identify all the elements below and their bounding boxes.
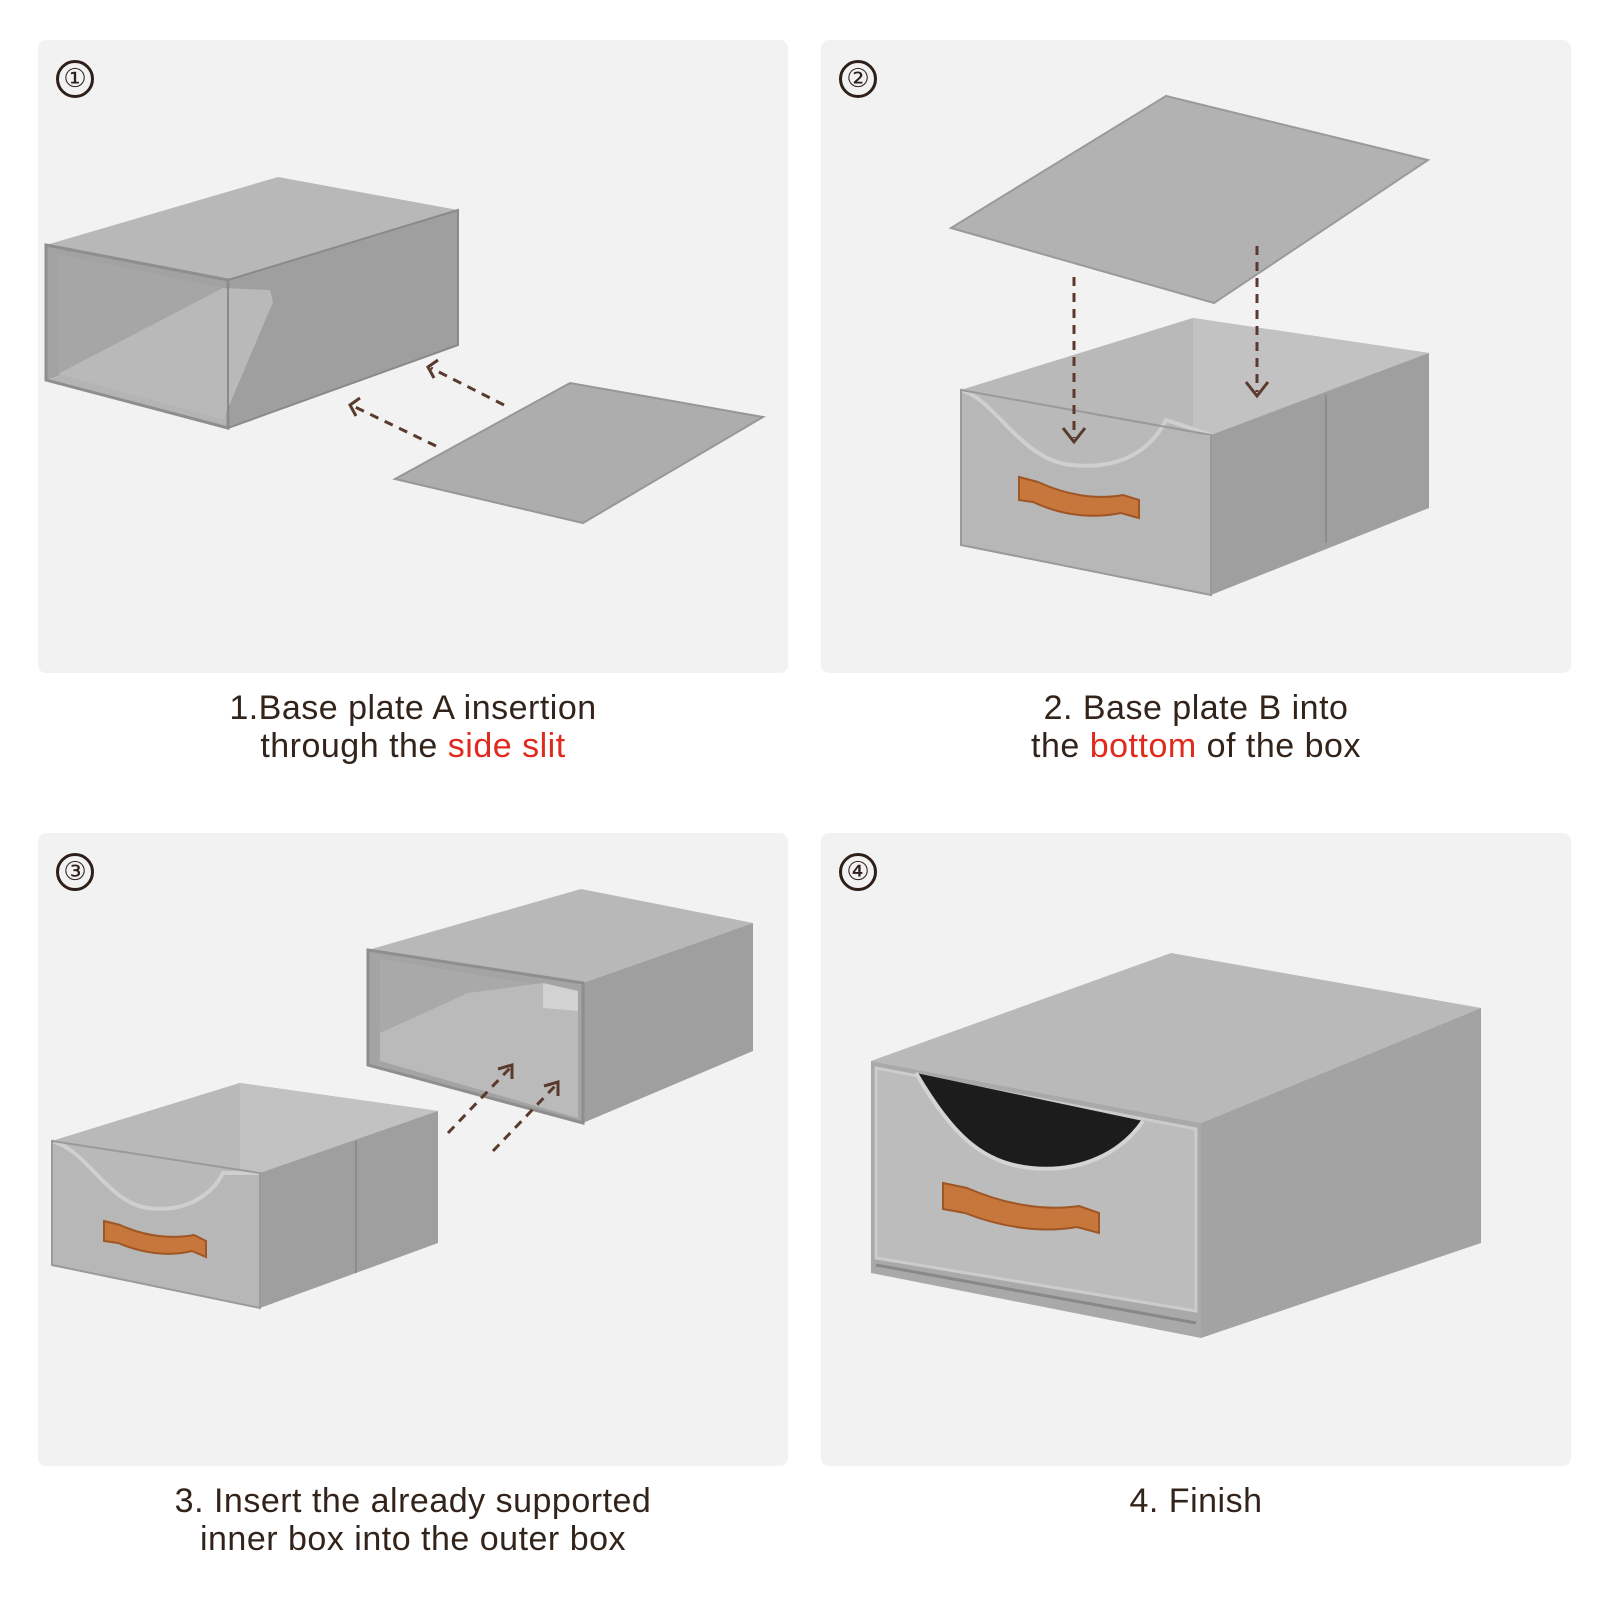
step-3-caption-line-1: 3. Insert the already supported bbox=[174, 1482, 652, 1520]
step-3-panel: ③ bbox=[38, 833, 788, 1466]
step-3-caption-line-2: inner box into the outer box bbox=[199, 1520, 627, 1558]
step-4-number: ④ bbox=[839, 853, 877, 891]
step-1-panel: ① bbox=[38, 40, 788, 673]
base-plate-icon bbox=[948, 94, 1431, 305]
step-4-illustration bbox=[871, 953, 1481, 1338]
leather-handle-icon bbox=[103, 1219, 207, 1259]
step-2-caption: 2. Base plate B into the bottom of the b… bbox=[821, 689, 1571, 765]
leather-handle-icon bbox=[942, 1181, 1100, 1235]
step-2-number: ② bbox=[839, 60, 877, 98]
step-1-caption-text: through the bbox=[260, 727, 448, 765]
leather-handle-icon bbox=[1018, 475, 1140, 520]
step-1-illustration bbox=[44, 177, 766, 525]
base-plate-icon bbox=[392, 381, 766, 525]
inner-box-icon bbox=[51, 1083, 438, 1310]
dashed-arrow-icon bbox=[352, 366, 505, 448]
step-2-caption-text-pre: the bbox=[1031, 727, 1090, 765]
step-1-caption: 1.Base plate A insertion through the sid… bbox=[38, 689, 788, 765]
step-1-caption-line-2: through the side slit bbox=[38, 727, 788, 765]
inner-box-icon bbox=[960, 318, 1429, 597]
step-3-number: ③ bbox=[56, 853, 94, 891]
finished-drawer-icon bbox=[871, 953, 1481, 1338]
dashed-arrow-icon bbox=[1072, 246, 1259, 438]
step-1-caption-line-1: 1.Base plate A insertion bbox=[229, 689, 597, 727]
step-1-caption-highlight: side slit bbox=[447, 727, 566, 765]
step-3-caption: 3. Insert the already supported inner bo… bbox=[38, 1482, 788, 1558]
step-2-caption-text-post: of the box bbox=[1196, 727, 1361, 765]
step-4-caption: 4. Finish bbox=[821, 1482, 1571, 1520]
step-3-illustration bbox=[51, 889, 753, 1310]
step-4-caption-line-1: 4. Finish bbox=[1129, 1482, 1263, 1520]
step-2-caption-line-2: the bottom of the box bbox=[821, 727, 1571, 765]
step-2-panel: ② bbox=[821, 40, 1571, 673]
step-2-illustration bbox=[948, 94, 1431, 597]
step-1-number: ① bbox=[56, 60, 94, 98]
step-4-panel: ④ bbox=[821, 833, 1571, 1466]
outer-box-icon bbox=[44, 177, 459, 430]
outer-box-icon bbox=[366, 889, 753, 1125]
step-2-caption-line-1: 2. Base plate B into bbox=[1043, 689, 1349, 727]
step-2-caption-highlight: bottom bbox=[1089, 727, 1197, 765]
